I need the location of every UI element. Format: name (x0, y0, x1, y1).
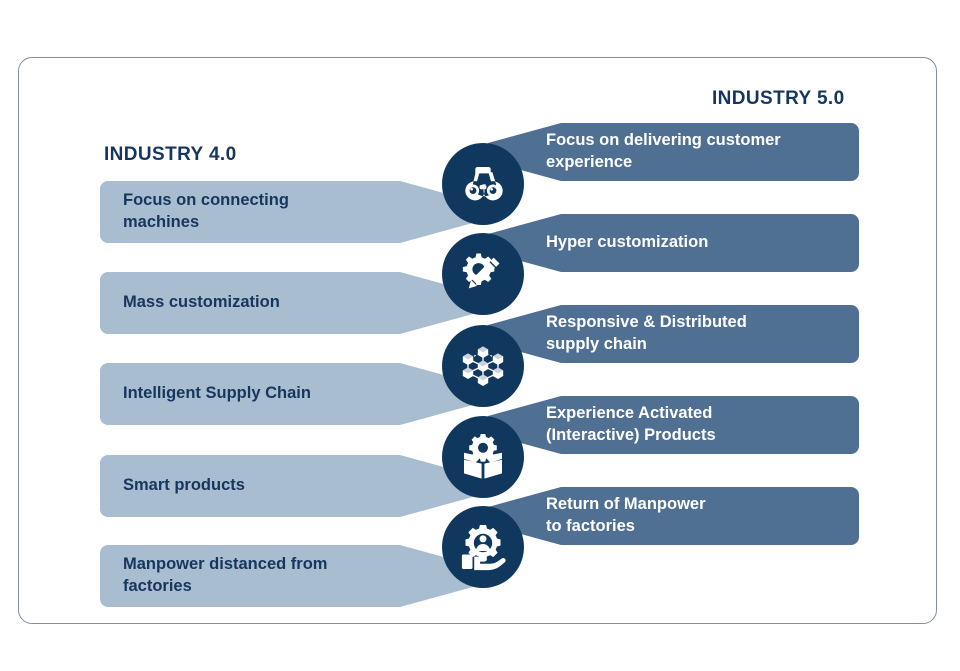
left-bar-label-2: Mass customization (123, 293, 280, 312)
left-bar-shape (100, 272, 480, 334)
right-bar-shape (488, 487, 859, 545)
left-bar-row-5[interactable]: Manpower distanced from factories (100, 545, 480, 607)
left-bar-row-3[interactable]: Intelligent Supply Chain (100, 363, 480, 425)
left-bar-shape (100, 455, 480, 517)
right-bar-shape (488, 396, 859, 454)
cube-network-icon (462, 346, 504, 386)
right-bar-row-1[interactable]: Focus on delivering customer experience (488, 123, 859, 181)
right-bar-shape (488, 214, 859, 272)
right-bar-label-1: Focus on delivering customer experience (546, 131, 781, 171)
icon-circle-row-4[interactable] (442, 416, 524, 498)
left-bar-label-5: Manpower distanced from factories (123, 555, 328, 595)
diagram-frame (18, 57, 937, 624)
left-bar-row-4[interactable]: Smart products (100, 455, 480, 517)
left-bar-label-1: Focus on connecting machines (123, 191, 289, 231)
right-bar-row-2[interactable]: Hyper customization (488, 214, 859, 272)
left-bar-row-2[interactable]: Mass customization (100, 272, 480, 334)
icon-circle-row-2[interactable] (442, 233, 524, 315)
industry-50-title: INDUSTRY 5.0 (712, 88, 845, 109)
right-bar-row-4[interactable]: Experience Activated (Interactive) Produ… (488, 396, 859, 454)
hand-gear-person-icon (461, 525, 506, 571)
left-bar-row-1[interactable]: Focus on connecting machines (100, 181, 480, 243)
binoculars-icon (465, 167, 503, 201)
left-bar-shape (100, 363, 480, 425)
icon-circle-row-5[interactable] (442, 506, 524, 588)
right-bar-label-3: Responsive & Distributed supply chain (546, 313, 747, 353)
icon-circle-row-3[interactable] (442, 325, 524, 407)
right-bar-label-4: Experience Activated (Interactive) Produ… (546, 404, 716, 444)
right-bar-row-3[interactable]: Responsive & Distributed supply chain (488, 305, 859, 363)
gear-pencil-icon (462, 253, 500, 289)
left-bar-label-3: Intelligent Supply Chain (123, 384, 311, 403)
right-bar-label-5: Return of Manpower to factories (546, 495, 706, 535)
right-bar-shape (488, 305, 859, 363)
right-bar-row-5[interactable]: Return of Manpower to factories (488, 487, 859, 545)
left-bar-shape (100, 181, 480, 243)
icon-circle-row-1[interactable] (442, 143, 524, 225)
open-box-gear-icon (464, 434, 502, 479)
right-bar-shape (488, 123, 859, 181)
left-bar-label-4: Smart products (123, 476, 245, 495)
industry-40-title: INDUSTRY 4.0 (104, 144, 237, 165)
left-bar-shape (100, 545, 480, 607)
right-bar-label-2: Hyper customization (546, 233, 709, 252)
